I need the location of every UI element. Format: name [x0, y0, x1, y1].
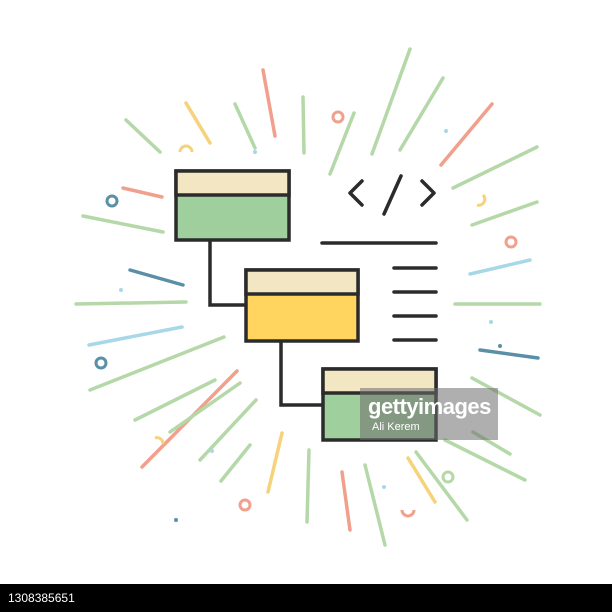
document-lines — [320, 241, 438, 342]
sunburst-ray — [81, 214, 165, 234]
sunburst-ray — [370, 47, 412, 156]
sunburst-ray — [470, 200, 539, 227]
sunburst-ray — [261, 68, 277, 138]
sunburst-ray — [451, 145, 539, 190]
sunburst-ray — [266, 431, 284, 494]
sunburst-ray — [219, 443, 252, 483]
sunburst-ray — [128, 268, 185, 287]
watermark-author: Ali Kerem — [372, 421, 420, 433]
sunburst-ray — [198, 398, 258, 462]
sunburst-ray — [74, 300, 188, 306]
sunburst-ray — [439, 102, 494, 167]
sunburst-ray — [478, 348, 540, 360]
sunburst-ray — [124, 118, 162, 154]
sunburst-ray — [340, 470, 352, 532]
flow-box-middle — [244, 268, 360, 343]
sunburst-ray — [184, 101, 212, 145]
sunburst-ray — [328, 111, 356, 176]
sunburst-ray — [301, 95, 306, 155]
image-id: 1308385651 — [8, 591, 75, 605]
sunburst-rays — [74, 47, 542, 547]
sunburst-ray — [233, 102, 257, 150]
flow-box-top — [174, 169, 291, 242]
sunburst-ray — [468, 258, 532, 276]
code-tag-icon — [348, 174, 436, 216]
sunburst-ray — [87, 325, 184, 347]
sunburst-ray — [443, 438, 527, 482]
watermark-brand: gettyimages — [368, 394, 491, 419]
sunburst-ray — [406, 456, 437, 504]
tree-connectors — [208, 240, 323, 407]
sunburst-ray — [121, 186, 164, 199]
sunburst-ray — [470, 376, 542, 417]
sunburst-ray — [133, 378, 217, 422]
sunburst-ray — [88, 335, 226, 392]
sunburst-ray — [363, 463, 387, 547]
sunburst-ray — [168, 381, 242, 434]
watermark-box — [360, 388, 498, 440]
sunburst-ray — [414, 450, 469, 522]
decorative-dots — [94, 110, 518, 518]
sunburst-ray — [305, 448, 311, 524]
sunburst-ray — [398, 76, 445, 152]
decorative-specks — [119, 129, 502, 522]
image-id-bar — [0, 584, 612, 612]
